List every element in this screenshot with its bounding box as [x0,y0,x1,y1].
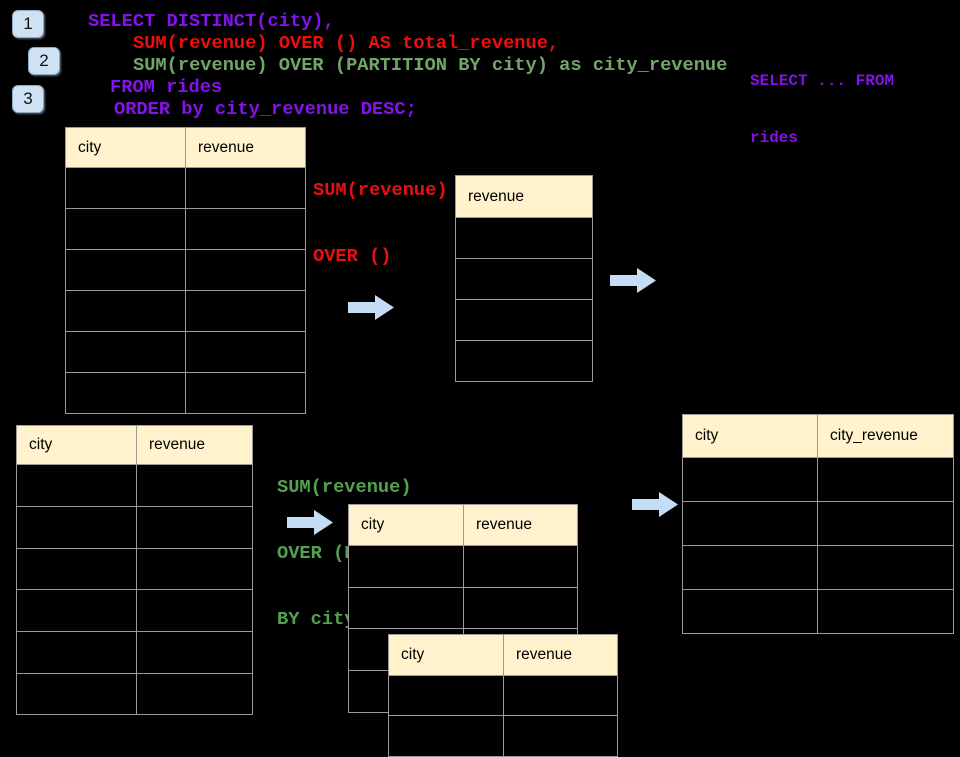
sql-code-line-2: SUM(revenue) OVER () AS total_revenue, [133,32,560,54]
empty-cell [65,249,186,291]
side-note: SELECT ... FROM rides [750,34,894,167]
empty-cell [682,589,818,634]
empty-cell [65,331,186,373]
empty-cell [817,457,954,502]
sql-code-line-5: ORDER by city_revenue DESC; [114,98,417,120]
empty-cell [185,208,306,250]
column-header: revenue [463,504,578,546]
step-badge-3: 3 [12,85,44,113]
column-header: revenue [455,175,593,218]
empty-cell [65,372,186,414]
empty-cell [348,545,464,588]
empty-cell [388,715,504,757]
column-header: revenue [185,127,306,168]
empty-cell [16,673,137,715]
sql-code-line-1: SELECT DISTINCT(city), [88,10,335,32]
empty-cell [682,545,818,590]
sql-code-line-4: FROM rides [110,76,223,98]
final-result-table: city city_revenue [682,414,954,634]
empty-cell [16,548,137,590]
total-revenue-label-line-1: SUM(revenue) [313,179,448,201]
empty-cell [185,167,306,209]
empty-cell [455,258,593,300]
column-header: revenue [136,425,253,465]
source-table-top: city revenue [65,127,306,414]
column-header: city [682,414,818,458]
empty-cell [817,501,954,546]
total-revenue-label-line-2: OVER () [313,245,392,267]
column-header: city [348,504,464,546]
empty-cell [16,631,137,674]
empty-cell [185,290,306,332]
step-badge-2: 2 [28,47,60,75]
empty-cell [348,587,464,629]
empty-cell [136,464,253,507]
step-badge-1: 1 [12,10,44,38]
side-note-line-2: rides [750,129,799,147]
arrow-right-icon [632,492,678,517]
column-header: city_revenue [817,414,954,458]
sql-code-line-3: SUM(revenue) OVER (PARTITION BY city) as… [133,54,728,76]
empty-cell [388,675,504,716]
partition-label-line-1: SUM(revenue) [277,476,412,498]
empty-cell [16,589,137,632]
empty-cell [682,501,818,546]
column-header: city [16,425,137,465]
empty-cell [136,673,253,715]
empty-cell [682,457,818,502]
empty-cell [817,589,954,634]
empty-cell [455,340,593,382]
empty-cell [65,290,186,332]
empty-cell [136,631,253,674]
empty-cell [455,217,593,259]
column-header: revenue [503,634,618,676]
empty-cell [185,331,306,373]
empty-cell [136,589,253,632]
empty-cell [817,545,954,590]
side-note-line-1: SELECT ... FROM [750,72,895,90]
empty-cell [503,675,618,716]
empty-cell [136,548,253,590]
empty-cell [65,208,186,250]
empty-cell [16,464,137,507]
empty-cell [463,545,578,588]
arrow-right-icon [287,510,333,535]
partition-step-table-2: city revenue [388,634,618,757]
column-header: city [65,127,186,168]
arrow-right-icon [610,268,656,293]
source-table-bottom: city revenue [16,425,253,715]
empty-cell [185,249,306,291]
empty-cell [65,167,186,209]
empty-cell [463,587,578,629]
empty-cell [136,506,253,549]
column-header: city [388,634,504,676]
empty-cell [185,372,306,414]
empty-cell [503,715,618,757]
total-revenue-label: SUM(revenue) OVER () [313,135,448,289]
empty-cell [455,299,593,341]
arrow-right-icon [348,295,394,320]
empty-cell [16,506,137,549]
total-revenue-result-table: revenue [455,175,593,382]
